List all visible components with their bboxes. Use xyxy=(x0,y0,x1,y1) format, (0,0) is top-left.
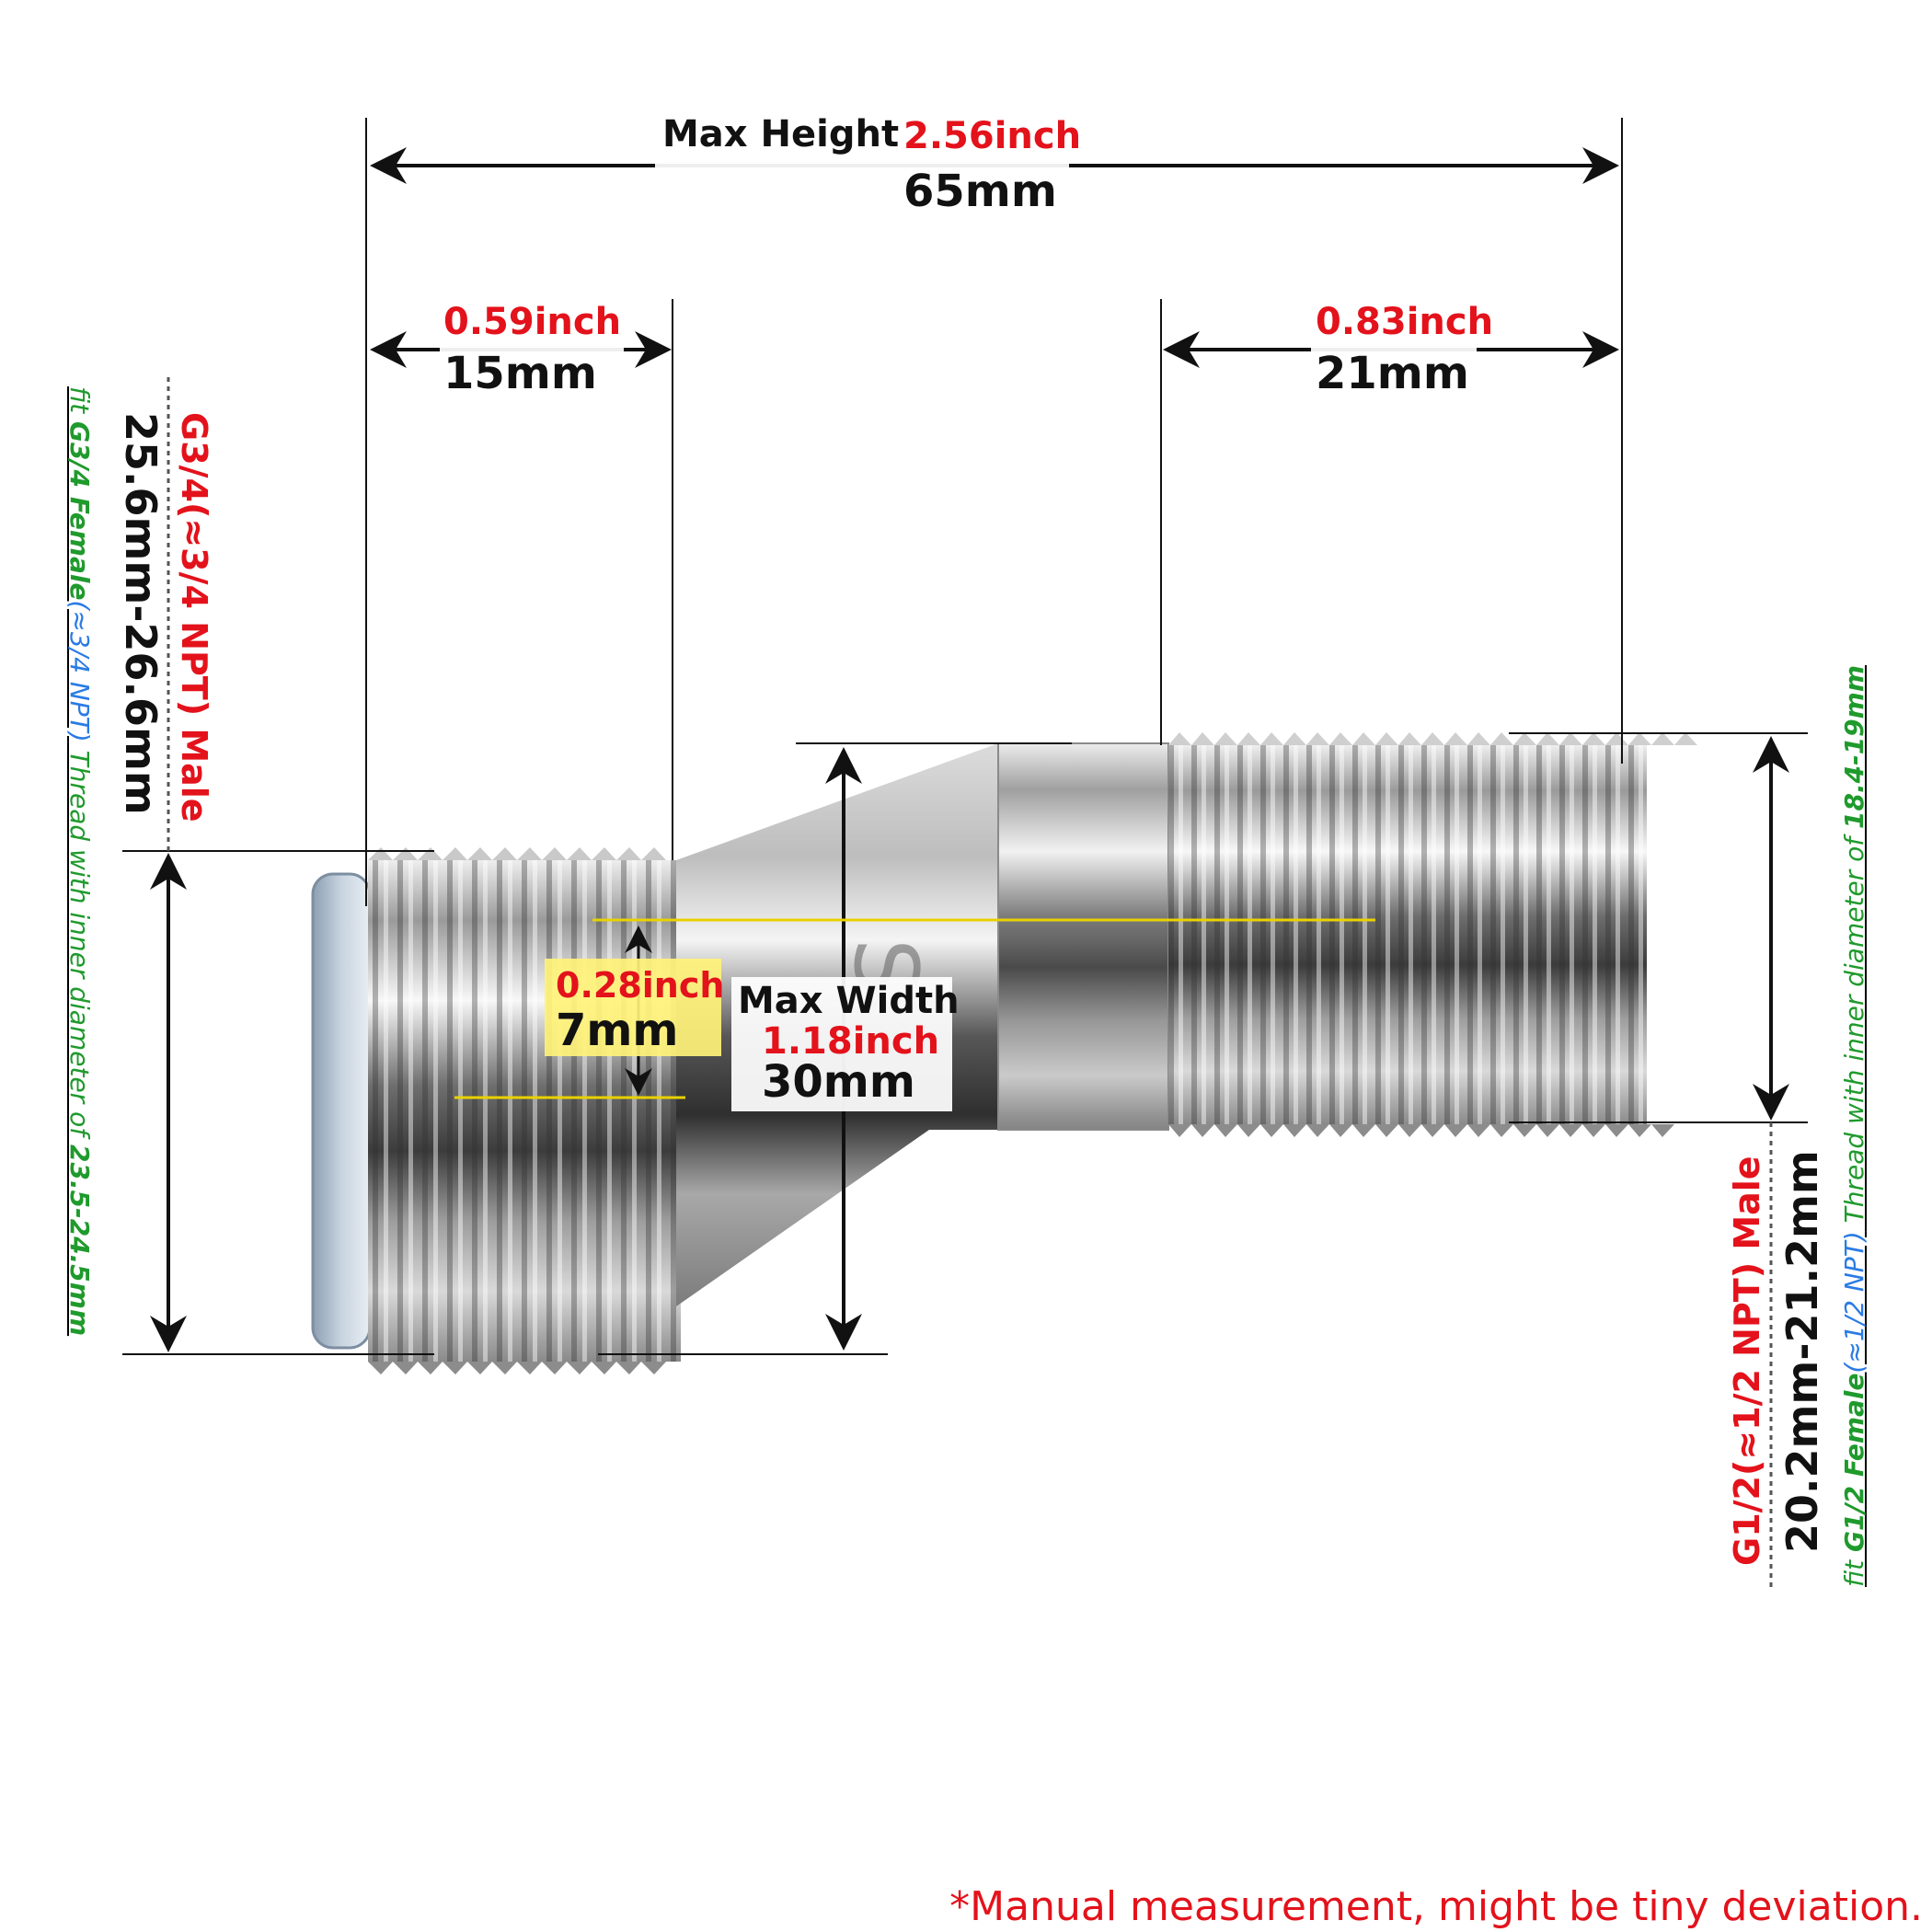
right-fit-mid: Thread with inner diameter of xyxy=(1839,829,1869,1232)
max-height-inch: 2.56inch xyxy=(903,115,1082,157)
right-thread-label-bg xyxy=(1311,300,1477,399)
left-thread-label-bg xyxy=(440,300,624,399)
right-thread-spec: G1/2(≈1/2 NPT) Male xyxy=(1727,1156,1767,1566)
max-width-caption: Max Width xyxy=(738,980,960,1022)
left-fit-diameter: 23.5-24.5mm xyxy=(64,1144,95,1337)
fitting-part: St xyxy=(311,732,1697,1374)
right-od-spec: 20.2mm-21.2mm xyxy=(1777,1150,1827,1553)
left-od-value: 25.6mm-26.6mm xyxy=(116,412,166,815)
right-fit-prefix: fit xyxy=(1839,1552,1869,1587)
left-thread-spec: G3/4(≈3/4 NPT) Male xyxy=(174,412,214,822)
right-thread-inch: 0.83inch xyxy=(1316,301,1494,343)
left-fit-npt: (≈3/4 NPT) xyxy=(64,600,95,742)
right-fit-diameter: 18.4-19mm xyxy=(1839,664,1869,830)
right-fit-note: fit G1/2 Female(≈1/2 NPT) Thread with in… xyxy=(1839,664,1869,1587)
extension-lines xyxy=(122,118,1808,1355)
max-width-inch: 1.18inch xyxy=(762,1020,940,1063)
max-height-mm: 65mm xyxy=(903,166,1057,217)
left-thread-mm: 15mm xyxy=(443,348,597,399)
left-fit-note: fit G3/4 Female(≈3/4 NPT) Thread with in… xyxy=(64,386,95,1337)
left-fit-thread: G3/4 Female xyxy=(64,420,95,601)
right-thread-mm: 21mm xyxy=(1316,348,1469,399)
offset-centerlines xyxy=(454,918,1375,1099)
right-fit-npt: (≈1/2 NPT) xyxy=(1839,1231,1869,1374)
max-width-mm: 30mm xyxy=(762,1056,915,1108)
right-fit-thread: G1/2 Female xyxy=(1839,1373,1869,1553)
left-thread-inch: 0.59inch xyxy=(443,301,622,343)
offset-mm: 7mm xyxy=(556,1005,679,1056)
left-thread-type: G3/4(≈3/4 NPT) Male xyxy=(174,412,214,822)
max-height-label-bg xyxy=(655,110,1069,219)
max-width-label-bg xyxy=(731,977,952,1111)
left-fit-prefix: fit xyxy=(64,386,95,421)
offset-inch: 0.28inch xyxy=(556,965,725,1006)
left-fit-mid: Thread with inner diameter of xyxy=(64,742,95,1144)
measurement-footnote: *Manual measurement, might be tiny devia… xyxy=(949,1883,1923,1930)
right-od-value: 20.2mm-21.2mm xyxy=(1777,1150,1827,1553)
max-height-caption: Max Height xyxy=(662,113,900,155)
right-thread-type: G1/2(≈1/2 NPT) Male xyxy=(1727,1156,1767,1566)
label-separators xyxy=(167,377,1773,1592)
offset-label-bg xyxy=(545,959,721,1056)
left-od-spec: 25.6mm-26.6mm xyxy=(116,412,166,815)
